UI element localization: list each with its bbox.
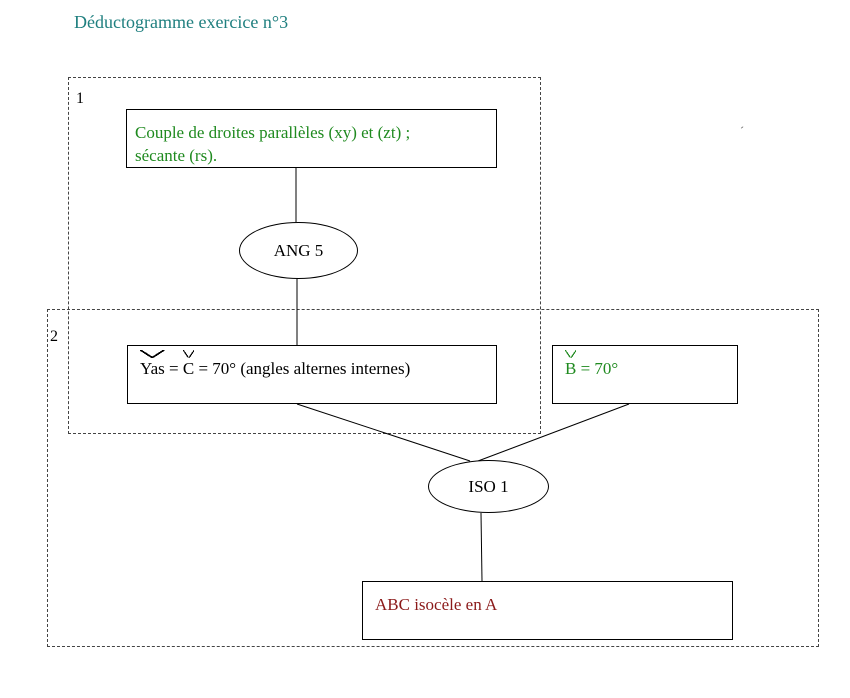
conclusion-box: ABC isocèle en A [362, 581, 733, 640]
zone-1-label: 1 [76, 90, 84, 107]
zone-2-frame [47, 309, 819, 647]
page-title: Déductogramme exercice n°3 [74, 12, 289, 32]
connector-iso1-concl [480, 512, 483, 582]
hypothesis-line-1: Couple de droites parallèles (xy) et (zt… [135, 123, 411, 142]
zone-1-frame [68, 77, 541, 434]
zone-2-label: 2 [50, 328, 58, 345]
connector-b-iso1 [477, 403, 630, 462]
hypothesis-box: Couple de droites parallèles (xy) et (zt… [126, 109, 497, 168]
property-iso1-ellipse: ISO 1 [428, 460, 549, 513]
angle-b-hat: B [565, 350, 577, 378]
hypothesis-line-2: sécante (rs). [135, 146, 218, 165]
angle-yas-hat: Yas [140, 350, 165, 378]
conclusion-text: ABC isocèle en A [375, 595, 498, 614]
property-ang5-label: ANG 5 [273, 240, 324, 260]
angle-b-box: B = 70° [552, 345, 738, 404]
property-iso1-label: ISO 1 [468, 476, 509, 496]
property-ang5-ellipse: ANG 5 [239, 222, 358, 279]
connector-eq-iso1 [296, 403, 471, 462]
angle-equality-box: Yas = C = 70° (angles alternes internes) [127, 345, 497, 404]
angle-b-rest: = 70° [576, 359, 619, 378]
angle-c-hat: C [182, 350, 195, 378]
angle-equality-rest: = 70° (angles alternes internes) [194, 359, 411, 378]
stray-mark: ´ [740, 124, 744, 138]
equals-sign: = [164, 359, 183, 378]
